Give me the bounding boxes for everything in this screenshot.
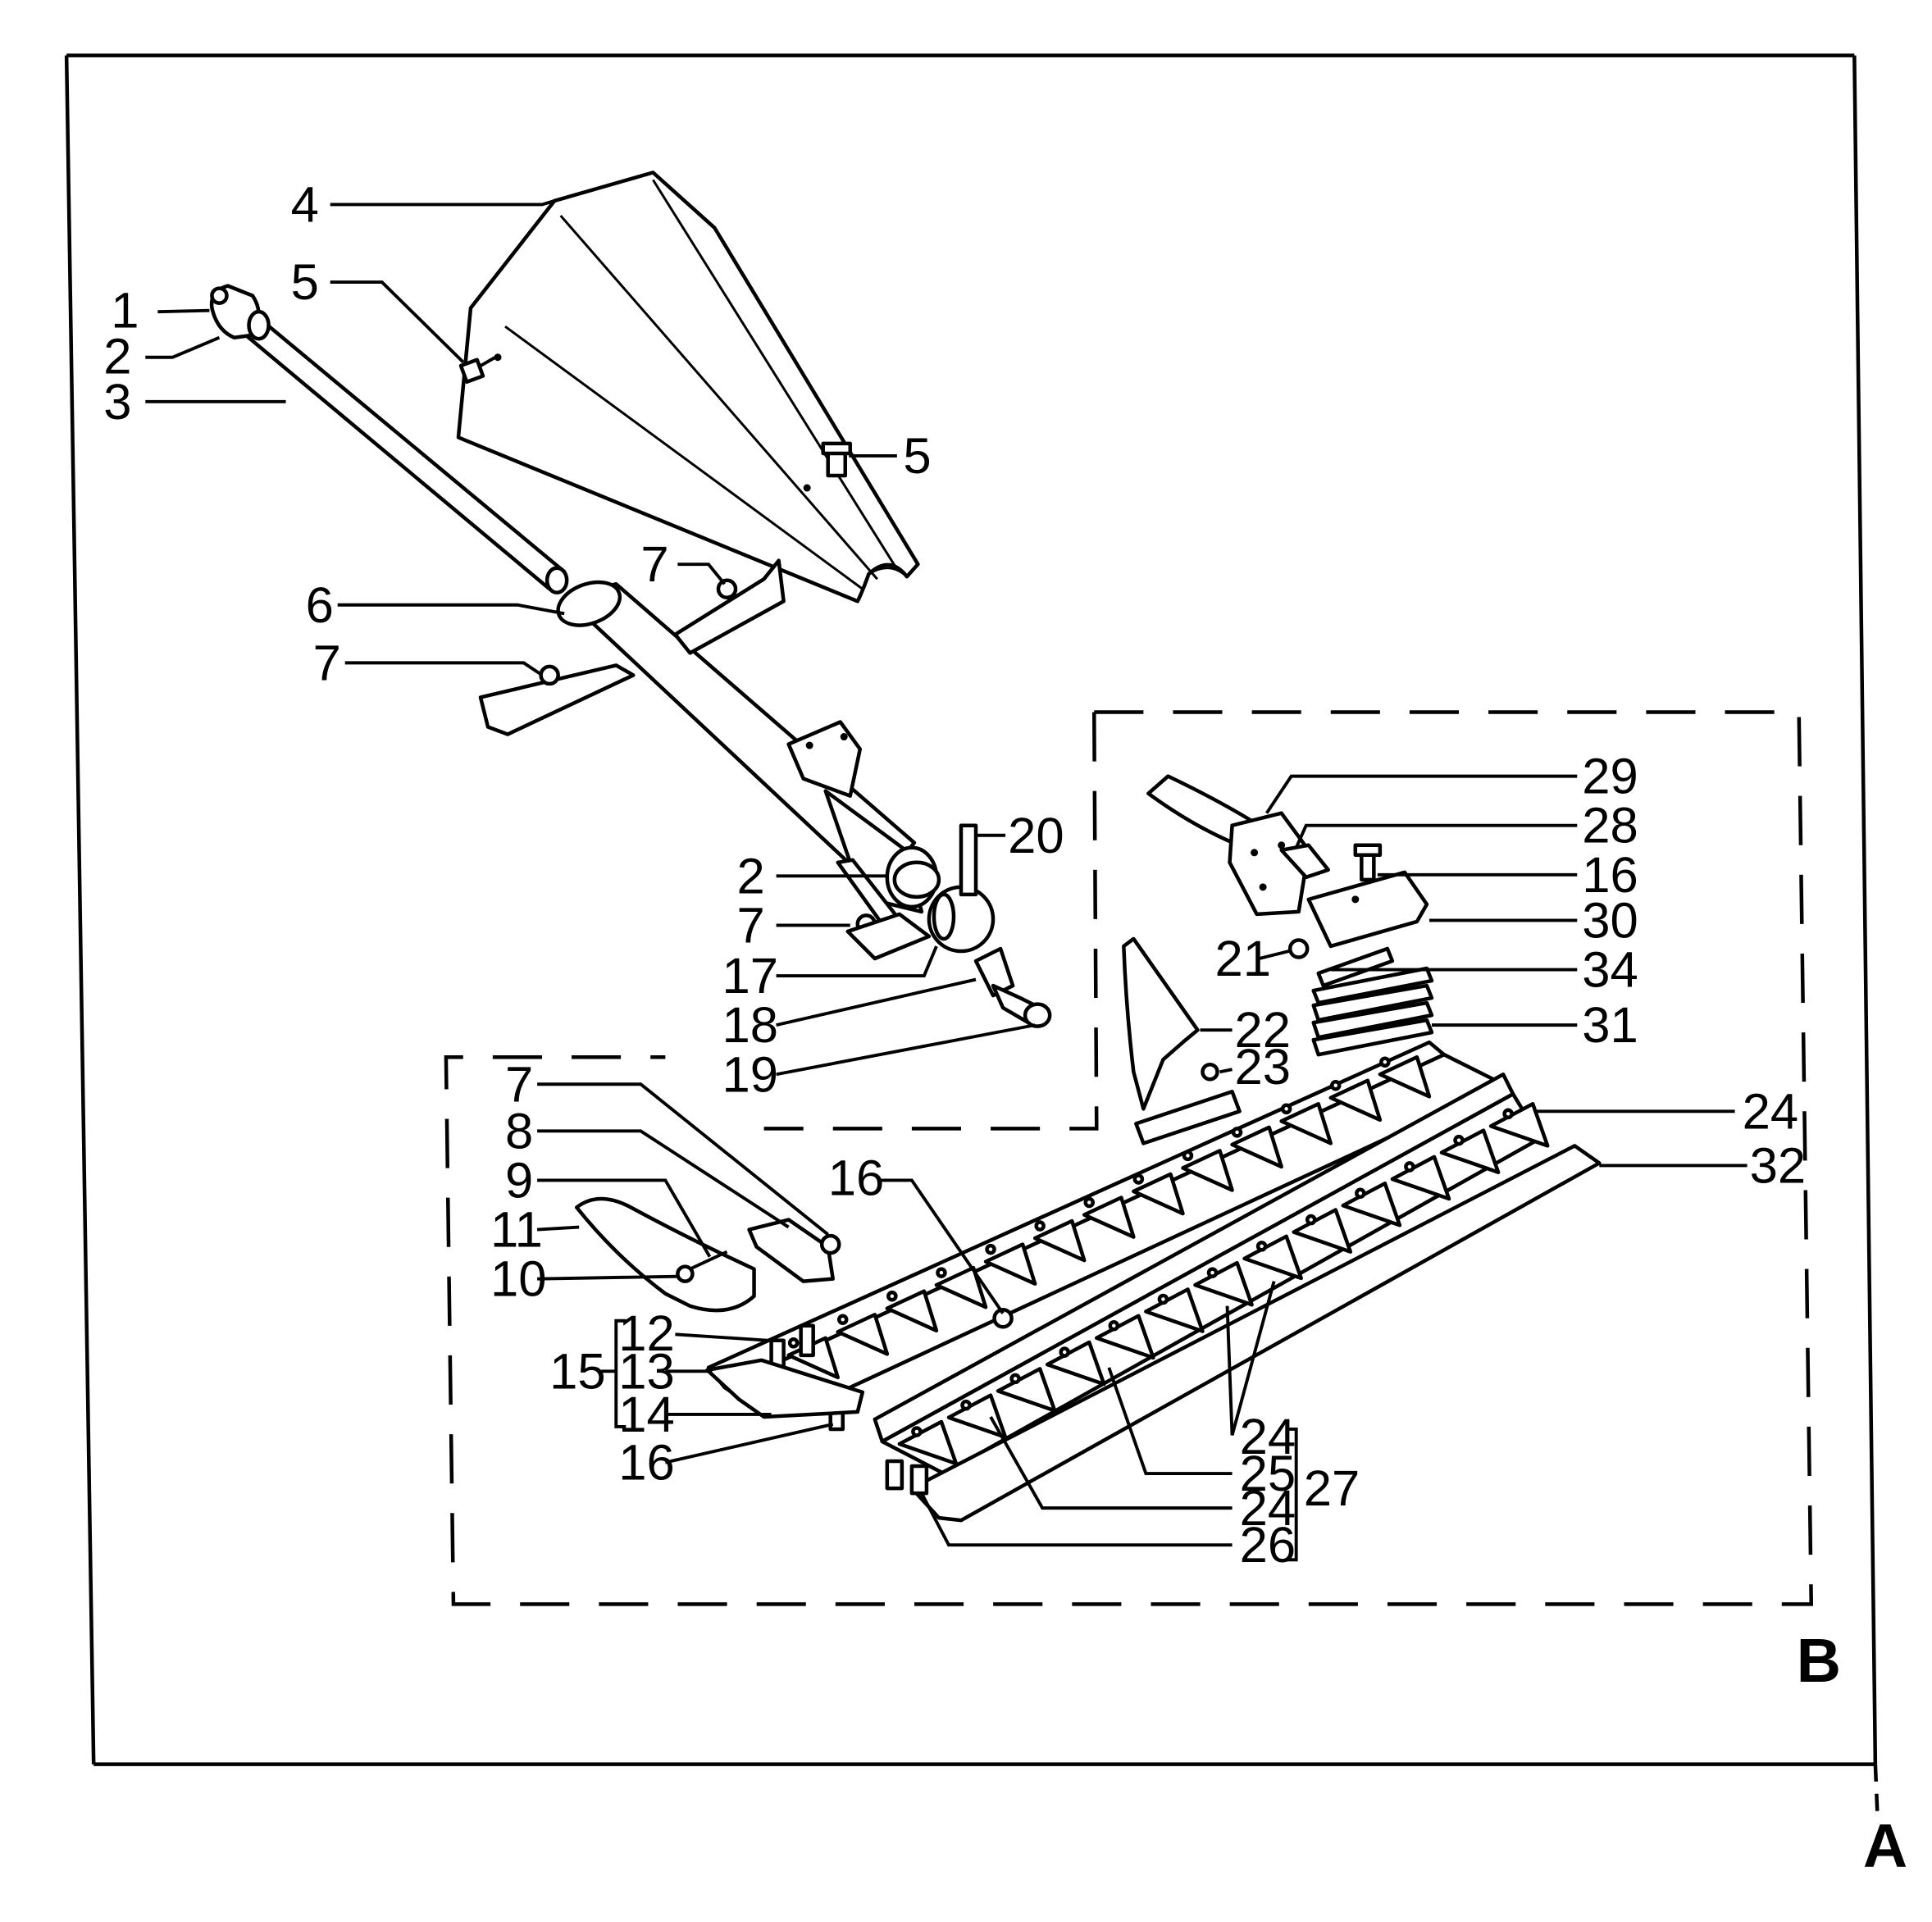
guard-bolt [1231, 1127, 1243, 1138]
outer-skid-shoe-icon [1146, 774, 1434, 1057]
guard-tooth [1082, 1196, 1136, 1239]
guard-bolt [1083, 1196, 1096, 1209]
knife-rivet [1157, 1293, 1169, 1305]
divider-icon [1122, 936, 1242, 1145]
guard-bolt [936, 1267, 947, 1278]
callout-6: 6 [306, 577, 334, 634]
callout-16: 16 [1582, 847, 1638, 904]
knife-rivet [1255, 1241, 1268, 1252]
callout-27: 27 [1304, 1460, 1360, 1517]
callout-20: 20 [1008, 808, 1064, 864]
guard-bolt-icon [458, 356, 853, 478]
callout-2: 2 [737, 848, 765, 904]
knife-rivet [1305, 1214, 1317, 1226]
guard-bolt [1280, 1103, 1292, 1115]
callout-22: 22 [1235, 1002, 1292, 1059]
callout-24: 24 [1240, 1409, 1296, 1465]
wearing-plate-icon [909, 1144, 1602, 1523]
callout-9: 9 [505, 1152, 533, 1209]
callout-24: 24 [1240, 1480, 1296, 1537]
callout-16: 16 [828, 1150, 885, 1206]
guard-tooth [1378, 1054, 1432, 1099]
knife-rivet [1404, 1161, 1415, 1173]
callout-5: 5 [903, 428, 931, 485]
callout-3: 3 [103, 374, 131, 430]
drive-shaft-icon [209, 284, 569, 594]
callout-32: 32 [1750, 1137, 1807, 1194]
callout-23: 23 [1235, 1039, 1292, 1095]
callout-4: 4 [291, 176, 319, 233]
callout-30: 30 [1582, 892, 1638, 949]
callout-28: 28 [1582, 798, 1638, 854]
guard-tooth [1132, 1172, 1185, 1216]
guard-tooth [934, 1265, 988, 1309]
callout-labels: 1 2 3 4 5 5 6 7 7 20 2 7 17 18 19 29 28 … [103, 176, 1806, 1574]
guard-bolt [1034, 1220, 1046, 1232]
guard-tooth [1032, 1218, 1087, 1263]
knife-rivet [1453, 1134, 1465, 1146]
callout-10: 10 [490, 1251, 547, 1308]
guard-tooth [885, 1289, 939, 1333]
knife-rivet [960, 1399, 972, 1411]
guard-tooth [1328, 1078, 1383, 1123]
callout-7: 7 [737, 897, 765, 954]
callout-7: 7 [313, 635, 341, 691]
callout-18: 18 [722, 997, 778, 1054]
guard-bolt [886, 1290, 898, 1302]
callout-29: 29 [1582, 749, 1638, 805]
guard-bolt [1379, 1056, 1391, 1068]
knife-rivet [1009, 1373, 1021, 1385]
callout-7: 7 [505, 1056, 533, 1113]
callout-13: 13 [618, 1343, 675, 1400]
callout-12: 12 [618, 1305, 675, 1362]
guard-bolt [1132, 1173, 1145, 1185]
callout-19: 19 [722, 1046, 778, 1103]
guard-tooth [1279, 1102, 1333, 1145]
callout-21: 21 [1215, 931, 1272, 987]
callout-2: 2 [103, 328, 131, 385]
guard-tooth [1230, 1125, 1283, 1169]
knife-rivet [1108, 1319, 1120, 1332]
knife-rivet [1206, 1267, 1219, 1278]
guard-bolt [836, 1314, 849, 1326]
callout-14: 14 [618, 1387, 675, 1443]
knife-rivet [911, 1426, 923, 1437]
callout-17: 17 [722, 948, 778, 1004]
knife-rivet [1059, 1346, 1070, 1358]
guard-tooth [836, 1312, 890, 1356]
callout-8: 8 [505, 1103, 533, 1159]
guard-bolt [787, 1337, 800, 1349]
inner-skid-shoe-icon [574, 1196, 841, 1313]
callout-11: 11 [490, 1202, 543, 1259]
rivet-icon [705, 1307, 1014, 1496]
conical-guard-icon [456, 171, 920, 603]
knife-rivet [1502, 1108, 1514, 1120]
callout-24: 24 [1743, 1083, 1799, 1140]
callout-1: 1 [111, 283, 139, 339]
callout-26: 26 [1240, 1517, 1296, 1574]
outer-frame [64, 53, 1880, 1824]
guard-bolt [985, 1243, 996, 1255]
callout-7: 7 [640, 536, 668, 593]
corner-label-b: B [1797, 1626, 1841, 1695]
guard-bolt [1182, 1150, 1194, 1162]
guard-bolt [1330, 1079, 1342, 1091]
shaft-housing-tube-icon [478, 558, 939, 914]
callout-31: 31 [1582, 997, 1638, 1054]
leader-lines [145, 199, 1747, 1562]
guard-tooth [1181, 1149, 1234, 1192]
callout-25: 25 [1240, 1446, 1296, 1502]
corner-label-a: A [1863, 1810, 1907, 1879]
guard-tooth [983, 1242, 1037, 1286]
callout-16: 16 [618, 1435, 675, 1492]
callout-15: 15 [549, 1343, 606, 1400]
knife-rivet [1355, 1187, 1366, 1199]
dashed-frame-b [444, 710, 1814, 1606]
callout-34: 34 [1582, 942, 1638, 999]
callout-5: 5 [291, 254, 319, 311]
guard-teeth [786, 1054, 1432, 1380]
knife-sections [897, 1102, 1550, 1466]
